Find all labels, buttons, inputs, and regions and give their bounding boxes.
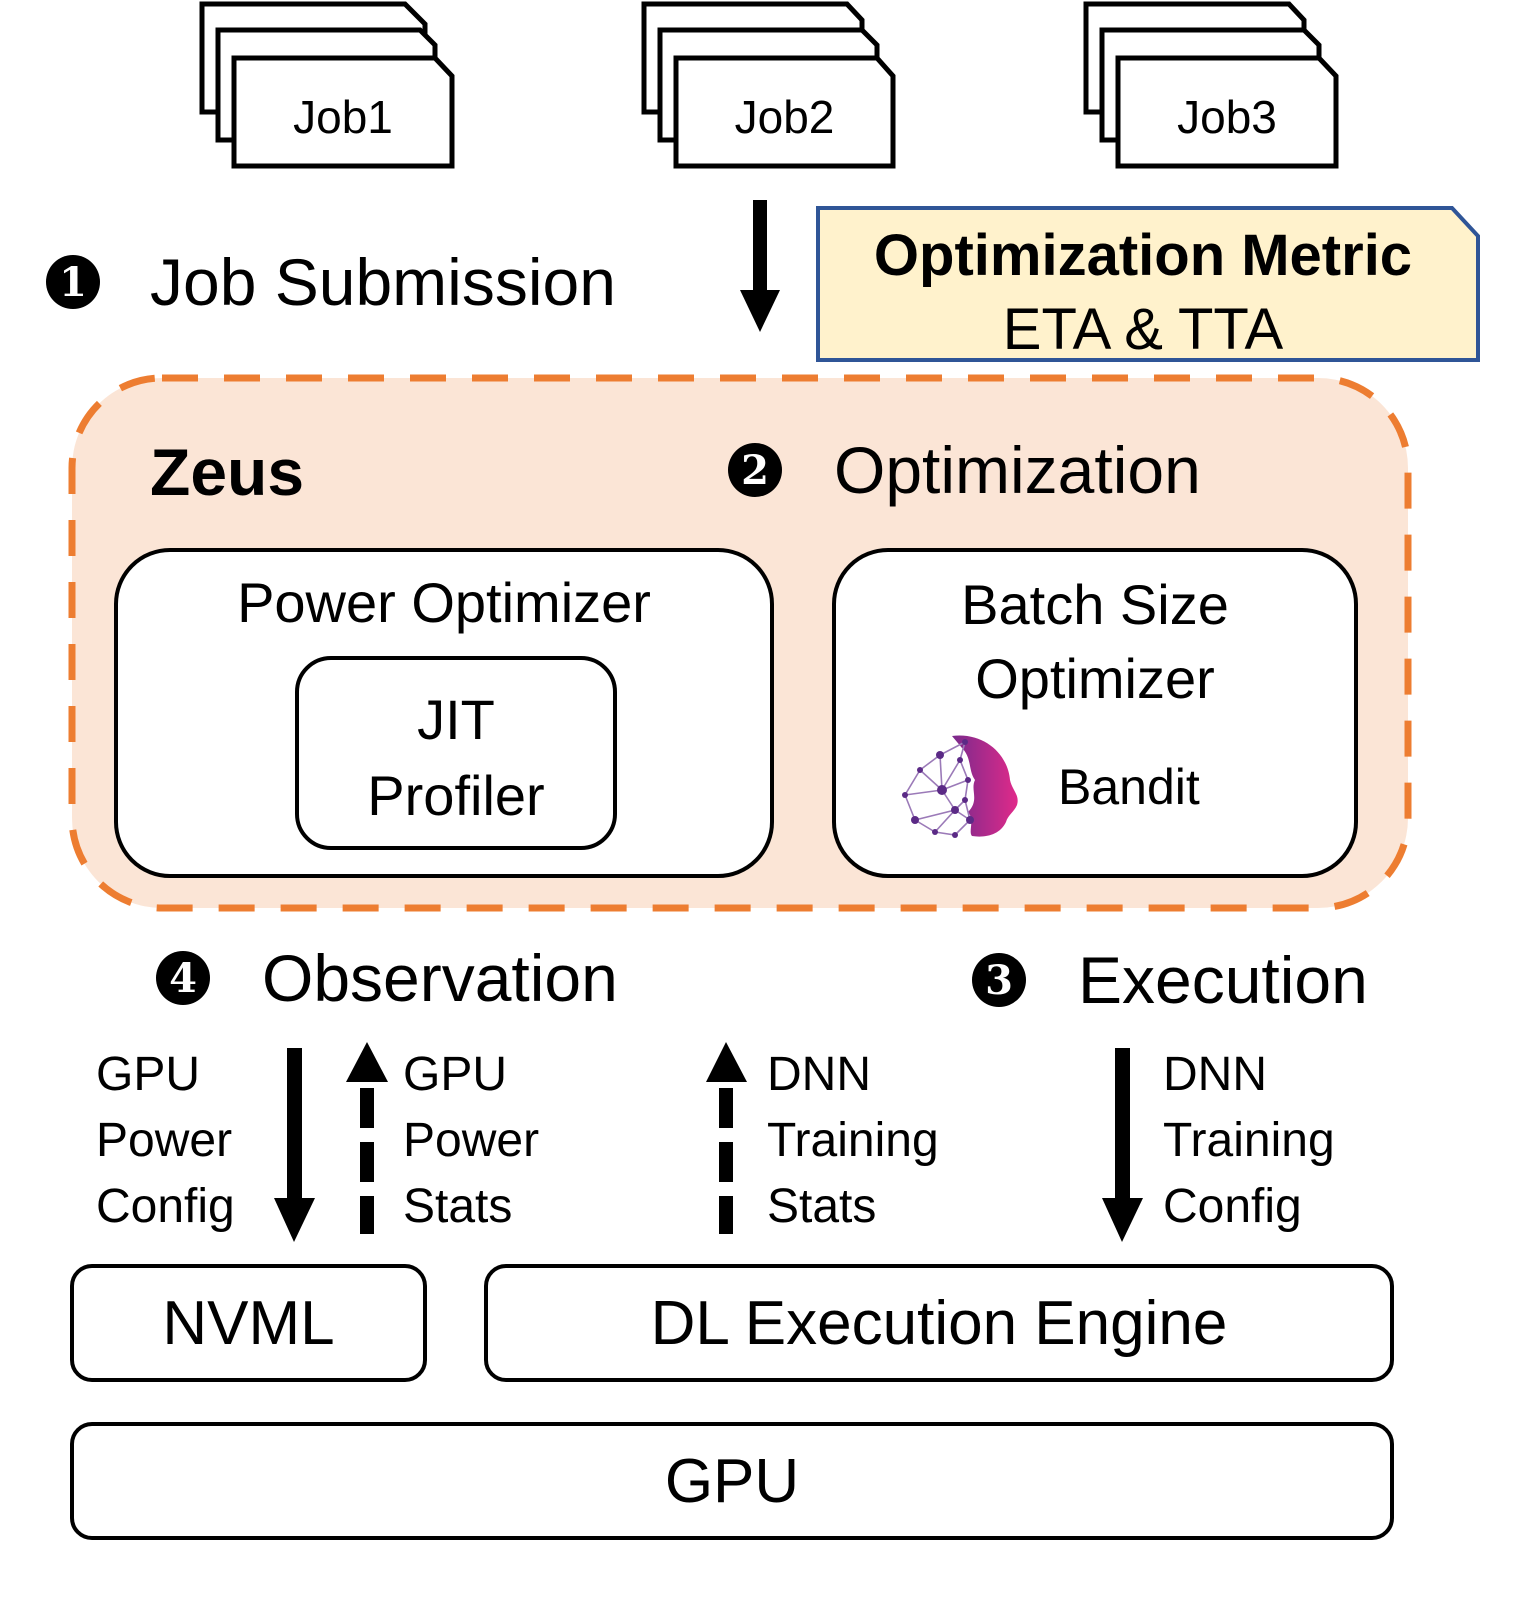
step-number-badge: 4	[156, 951, 210, 1005]
step-execution: 3 Execution	[972, 942, 1368, 1018]
dnn-training-config-arrow	[1102, 1048, 1143, 1242]
gpu-power-config-label: GPU Power Config	[96, 1048, 235, 1233]
nvml-box	[70, 1264, 427, 1382]
metric-box-shape	[816, 206, 1480, 362]
job-label-2: Job2	[734, 91, 835, 143]
dl-engine-label: DL Execution Engine	[650, 1289, 1228, 1358]
dl-engine-box	[484, 1264, 1394, 1382]
step-number-badge: 2	[728, 443, 782, 497]
zeus-title: Zeus	[150, 435, 305, 509]
metric-value: ETA & TTA	[1002, 297, 1284, 362]
power-optimizer-label: Power Optimizer	[237, 571, 651, 634]
step-number-badge: 1	[46, 255, 100, 309]
gpu-box	[70, 1422, 1394, 1540]
dnn-training-config-label: DNN Training Config	[1163, 1048, 1335, 1233]
job-stack-3	[1083, 1, 1339, 169]
step-label: Observation	[262, 941, 618, 1015]
job-label-1: Job1	[293, 91, 393, 143]
job-stack-1	[199, 1, 455, 169]
step-label: Job Submission	[150, 245, 616, 319]
step-optimization: 2 Optimization	[728, 432, 1201, 508]
nvml-label: NVML	[162, 1289, 335, 1358]
job-label-3: Job3	[1177, 91, 1277, 143]
step-job-submission: 1 Job Submission	[46, 244, 616, 320]
job-stack-2	[641, 1, 896, 169]
gpu-power-stats-arrow	[346, 1042, 388, 1234]
gpu-power-stats-label: GPU Power Stats	[403, 1048, 540, 1233]
dnn-training-stats-arrow	[706, 1042, 747, 1234]
batch-size-optimizer-box	[832, 548, 1358, 878]
bandit-label: Bandit	[1058, 759, 1200, 815]
ai-head-network-icon	[902, 735, 1018, 838]
submission-arrow	[740, 200, 780, 332]
jit-profiler-box	[295, 656, 617, 850]
batch-size-optimizer-label: Batch Size Optimizer	[961, 573, 1229, 710]
step-observation: 4 Observation	[156, 940, 618, 1016]
metric-title: Optimization Metric	[873, 223, 1413, 288]
gpu-power-config-arrow	[274, 1048, 315, 1242]
step-label: Execution	[1078, 943, 1368, 1017]
jit-profiler-label: JIT Profiler	[367, 688, 545, 827]
gpu-label: GPU	[664, 1447, 800, 1516]
step-label: Optimization	[834, 433, 1201, 507]
dnn-training-stats-label: DNN Training Stats	[767, 1048, 939, 1233]
step-number-badge: 3	[972, 953, 1026, 1007]
